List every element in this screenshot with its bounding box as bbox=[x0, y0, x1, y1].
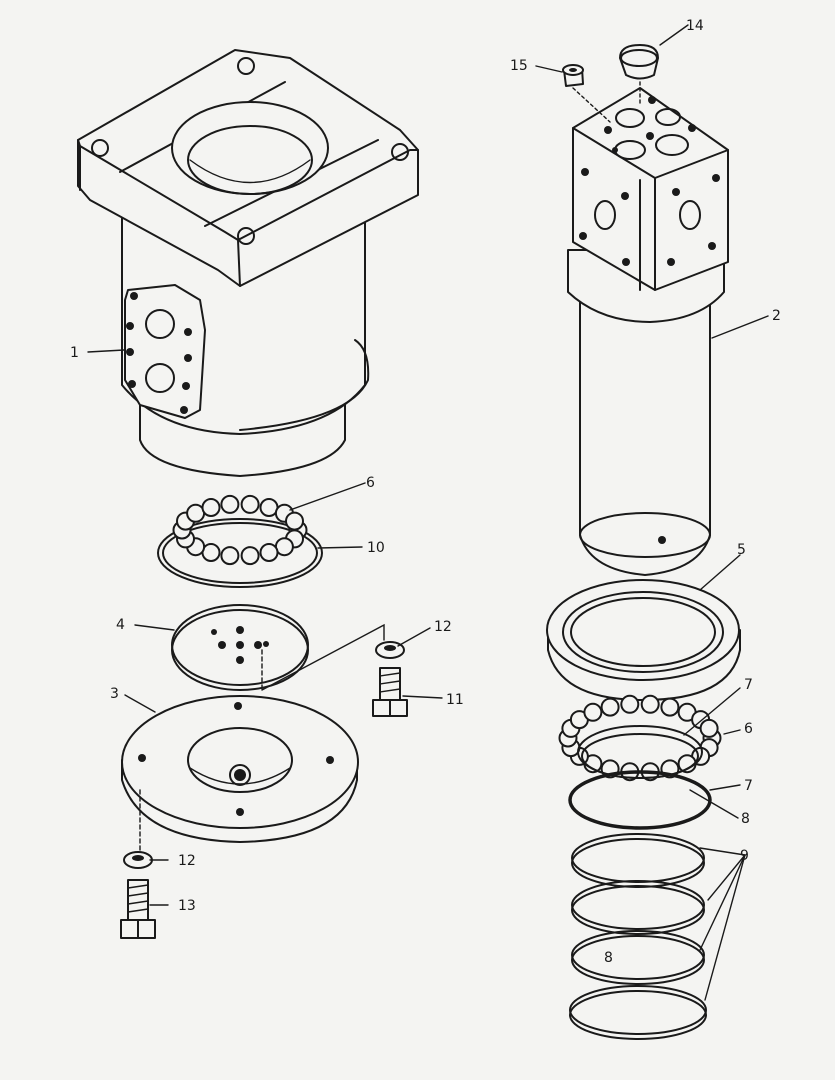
spring-coil bbox=[571, 885, 705, 935]
assembly-line bbox=[261, 623, 385, 691]
spring-coil bbox=[571, 833, 705, 883]
callout-14: 14 bbox=[686, 18, 704, 34]
callout-2: 2 bbox=[772, 308, 781, 324]
ball bbox=[220, 494, 240, 514]
spring-coil bbox=[571, 838, 705, 888]
callout-12-lower: 12 bbox=[178, 853, 196, 869]
callout-7-lower: 7 bbox=[744, 778, 753, 794]
ball bbox=[240, 494, 260, 514]
ball bbox=[285, 511, 304, 531]
callout-3: 3 bbox=[110, 686, 119, 702]
valve-part-2 bbox=[567, 87, 729, 576]
plug-part-14 bbox=[619, 44, 659, 106]
ball bbox=[660, 697, 680, 717]
springs-part-9 bbox=[569, 833, 707, 1040]
ball-ring-part-6-left bbox=[172, 494, 308, 566]
plug-part-15 bbox=[562, 64, 611, 123]
leader-lines bbox=[87, 24, 769, 1001]
callout-8-upper: 8 bbox=[741, 811, 750, 827]
callout-12-upper: 12 bbox=[434, 619, 452, 635]
spring-coil bbox=[571, 930, 705, 980]
ball bbox=[220, 546, 240, 566]
ring-part-7-lower bbox=[568, 770, 712, 830]
ball bbox=[583, 702, 603, 722]
callout-6-right: 6 bbox=[744, 721, 753, 737]
spring-coil bbox=[571, 935, 705, 985]
bearing-race-part-5 bbox=[546, 579, 741, 701]
ball bbox=[240, 546, 260, 566]
bolt-part-13 bbox=[120, 879, 156, 939]
end-cap-part-3 bbox=[121, 695, 359, 851]
callout-4: 4 bbox=[116, 617, 125, 633]
callout-1: 1 bbox=[70, 345, 79, 361]
callout-labels: 14 15 2 1 6 10 4 12 11 3 5 7 6 7 8 9 12 … bbox=[70, 18, 781, 966]
spring-coil bbox=[569, 990, 707, 1040]
washer-part-12-lower bbox=[123, 851, 153, 869]
ball bbox=[640, 694, 660, 714]
ball bbox=[620, 694, 640, 714]
spring-coil bbox=[569, 985, 707, 1035]
callout-10: 10 bbox=[367, 540, 385, 556]
callout-13: 13 bbox=[178, 898, 196, 914]
callout-6-left: 6 bbox=[366, 475, 375, 491]
ball bbox=[259, 543, 279, 562]
ball bbox=[699, 718, 719, 738]
ring-part-7-upper bbox=[577, 725, 703, 779]
callout-11: 11 bbox=[446, 692, 464, 708]
callout-7-upper: 7 bbox=[744, 677, 753, 693]
callout-5: 5 bbox=[737, 542, 746, 558]
disc-part-4 bbox=[171, 604, 309, 691]
callout-8-lower: 8 bbox=[604, 950, 613, 966]
callout-15: 15 bbox=[510, 58, 528, 74]
housing-part-1 bbox=[77, 49, 419, 477]
ball-ring-part-6-right bbox=[558, 694, 722, 782]
spring-coil bbox=[571, 880, 705, 930]
ball bbox=[201, 498, 221, 517]
ball bbox=[600, 697, 620, 717]
callout-9: 9 bbox=[740, 848, 749, 864]
washer-part-12-upper bbox=[375, 641, 405, 659]
o-ring-part-10 bbox=[157, 518, 323, 588]
bolt-part-11 bbox=[372, 667, 408, 717]
